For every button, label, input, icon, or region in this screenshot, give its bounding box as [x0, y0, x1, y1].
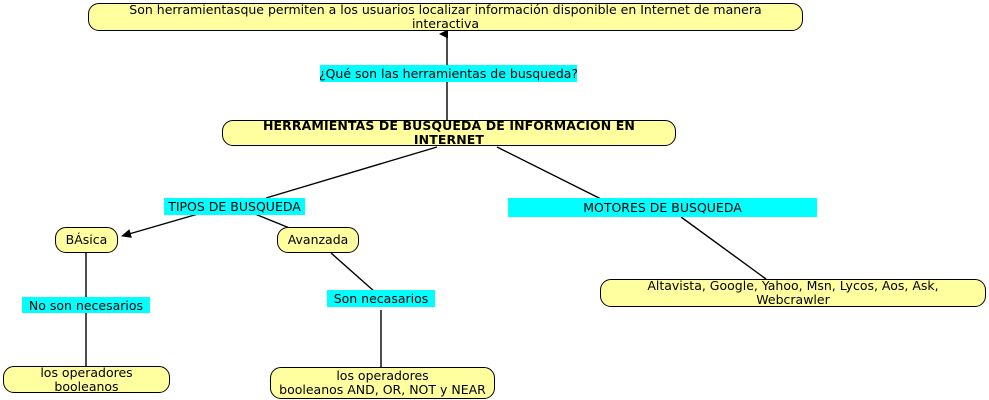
son-necasarios-label[interactable]: Son necasarios: [327, 290, 435, 307]
tipos-de-busqueda-label[interactable]: TIPOS DE BUSQUEDA: [164, 198, 305, 215]
tipos-de-busqueda-text: TIPOS DE BUSQUEDA: [168, 199, 301, 214]
motores-lista-box[interactable]: Altavista, Google, Yahoo, Msn, Lycos, Ao…: [600, 279, 986, 307]
definition-text: Son herramientasque permiten a los usuar…: [129, 2, 762, 31]
root-title-text: HERRAMIENTAS DE BUSQUEDA DE INFORMACION …: [262, 118, 635, 147]
question-text: ¿Qué son las herramientas de busqueda?: [318, 66, 579, 81]
connector-root-to-tipos: [265, 146, 438, 199]
basica-box[interactable]: BÁsica: [55, 227, 118, 253]
avanzada-text: Avanzada: [287, 232, 349, 247]
motores-de-busqueda-text: MOTORES DE BUSQUEDA: [583, 200, 742, 215]
connector-root-to-motores: [496, 146, 602, 200]
motores-de-busqueda-label[interactable]: MOTORES DE BUSQUEDA: [508, 198, 817, 217]
avanzada-box[interactable]: Avanzada: [277, 227, 359, 253]
no-son-necesarios-label[interactable]: No son necesarios: [22, 297, 150, 313]
operadores-booleanos-text: los operadores booleanos: [40, 364, 133, 394]
connector-motores-to-lista: [680, 216, 767, 280]
motores-lista-text: Altavista, Google, Yahoo, Msn, Lycos, Ao…: [647, 278, 939, 307]
no-son-necesarios-text: No son necesarios: [28, 297, 144, 313]
connector-tipos-to-basica: [121, 213, 199, 238]
question-label[interactable]: ¿Qué son las herramientas de busqueda?: [318, 65, 579, 82]
root-concept-box[interactable]: HERRAMIENTAS DE BUSQUEDA DE INFORMACION …: [222, 118, 676, 147]
son-necasarios-text: Son necasarios: [333, 291, 429, 306]
operadores-booleanos-box[interactable]: los operadores booleanos: [3, 364, 170, 394]
operadores-booleanos-lista-box[interactable]: los operadores booleanos AND, OR, NOT y …: [270, 367, 495, 399]
operadores-booleanos-lista-text: los operadores booleanos AND, OR, NOT y …: [279, 368, 486, 397]
connector-avanzada-to-son-necasarios: [330, 252, 376, 293]
definition-box[interactable]: Son herramientasque permiten a los usuar…: [88, 3, 803, 31]
basica-text: BÁsica: [65, 232, 108, 247]
